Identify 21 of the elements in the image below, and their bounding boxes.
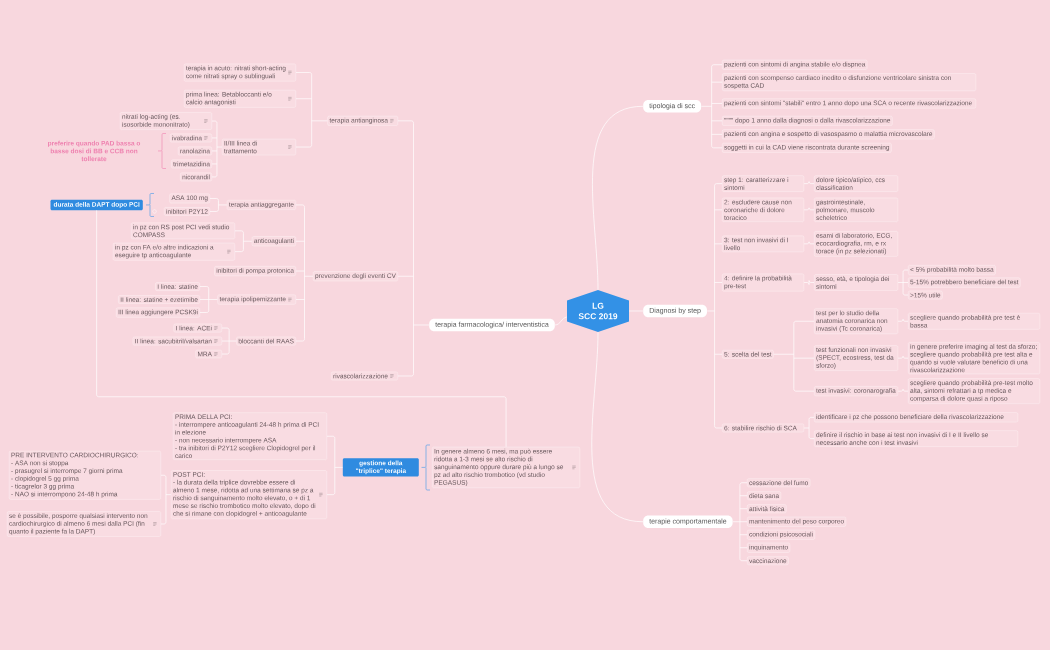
connector-line xyxy=(228,330,237,352)
connector-line xyxy=(208,288,218,311)
central-hexagon: LG SCC 2019 xyxy=(567,290,629,332)
connector-line xyxy=(732,484,741,559)
connector-line xyxy=(554,316,568,326)
connector-line xyxy=(413,123,430,374)
connector-line xyxy=(165,477,172,522)
connector-line xyxy=(591,331,644,523)
connector-line xyxy=(243,233,253,250)
connector-line xyxy=(311,74,328,145)
connector-line xyxy=(706,185,715,426)
connector-line xyxy=(334,438,343,493)
connector-line xyxy=(773,323,795,389)
connector-line xyxy=(592,105,644,291)
connector-line xyxy=(96,210,507,448)
connector-line xyxy=(304,207,314,339)
connector-line xyxy=(803,280,815,285)
connector-line xyxy=(218,200,228,210)
connector-line xyxy=(897,272,904,293)
connector-line xyxy=(700,66,712,146)
connector-line xyxy=(216,123,223,175)
